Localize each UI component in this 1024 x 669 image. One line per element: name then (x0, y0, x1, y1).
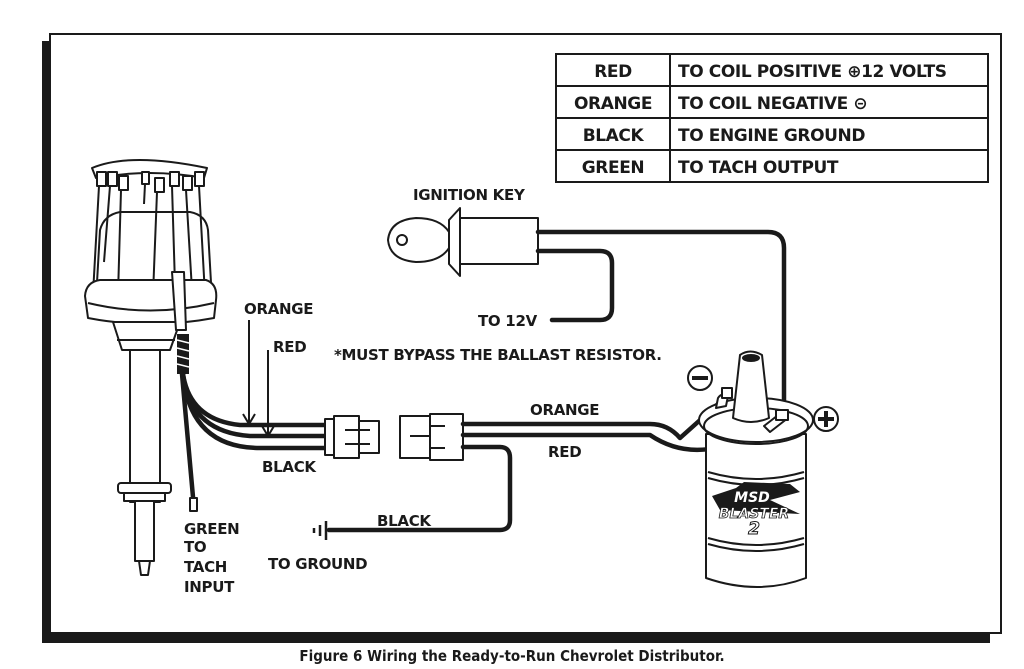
legend-color-orange: ORANGE (574, 94, 652, 114)
ignition-to-12v-wire (535, 248, 615, 323)
distributor-icon (84, 159, 218, 576)
ignition-switch: IGNITION KEY TO 12V (387, 186, 787, 411)
label-black-ground: BLACK (377, 512, 432, 530)
label-orange-right: ORANGE (530, 401, 599, 419)
ignition-to-coil-wire (535, 229, 787, 411)
legend-color-red: RED (594, 62, 632, 82)
legend-connection-black: TO ENGINE GROUND (678, 126, 865, 146)
left-wire-labels: ORANGE RED BLACK GREEN TO TACH INPUT (184, 300, 318, 596)
coil-negative-icon (687, 365, 713, 391)
green-tach-wire (179, 371, 196, 500)
label-ignition-key: IGNITION KEY (413, 186, 526, 204)
label-red-right: RED (548, 443, 581, 461)
ballast-resistor-note: *MUST BYPASS THE BALLAST RESISTOR. (334, 346, 662, 364)
ignition-key-icon (387, 217, 450, 263)
harness-connector-female (399, 413, 464, 461)
label-green-to: TO (184, 538, 206, 556)
label-green-input: INPUT (184, 578, 235, 596)
coil-model: BLASTER (719, 506, 789, 522)
label-green-tach: TACH (184, 558, 227, 576)
figure-caption: Figure 6 Wiring the Ready-to-Run Chevrol… (299, 647, 724, 665)
label-black-left: BLACK (262, 458, 317, 476)
legend-connection-red: TO COIL POSITIVE ⊕12 VOLTS (678, 62, 947, 82)
harness-connector-male (324, 415, 380, 459)
label-to-ground: TO GROUND (268, 555, 367, 573)
coil-positive-icon (813, 406, 839, 432)
ground-symbol-icon: TO GROUND (268, 521, 368, 573)
legend-connection-green: TO TACH OUTPUT (678, 158, 839, 178)
coil-brand: MSD (734, 490, 770, 506)
legend-connection-orange: TO COIL NEGATIVE ⊝ (678, 94, 867, 114)
label-green: GREEN (184, 520, 239, 538)
ignition-coil-icon: MSD BLASTER 2 (698, 350, 814, 588)
black-wire (326, 444, 513, 533)
label-to-12v: TO 12V (478, 312, 538, 330)
legend-color-black: BLACK (583, 126, 645, 146)
coil-number: 2 (748, 519, 760, 539)
legend-color-green: GREEN (582, 158, 645, 178)
distributor-harness (179, 371, 333, 512)
label-orange-left: ORANGE (244, 300, 313, 318)
wire-color-legend-table: RED TO COIL POSITIVE ⊕12 VOLTS ORANGE TO… (555, 53, 989, 183)
label-red-left: RED (273, 338, 306, 356)
